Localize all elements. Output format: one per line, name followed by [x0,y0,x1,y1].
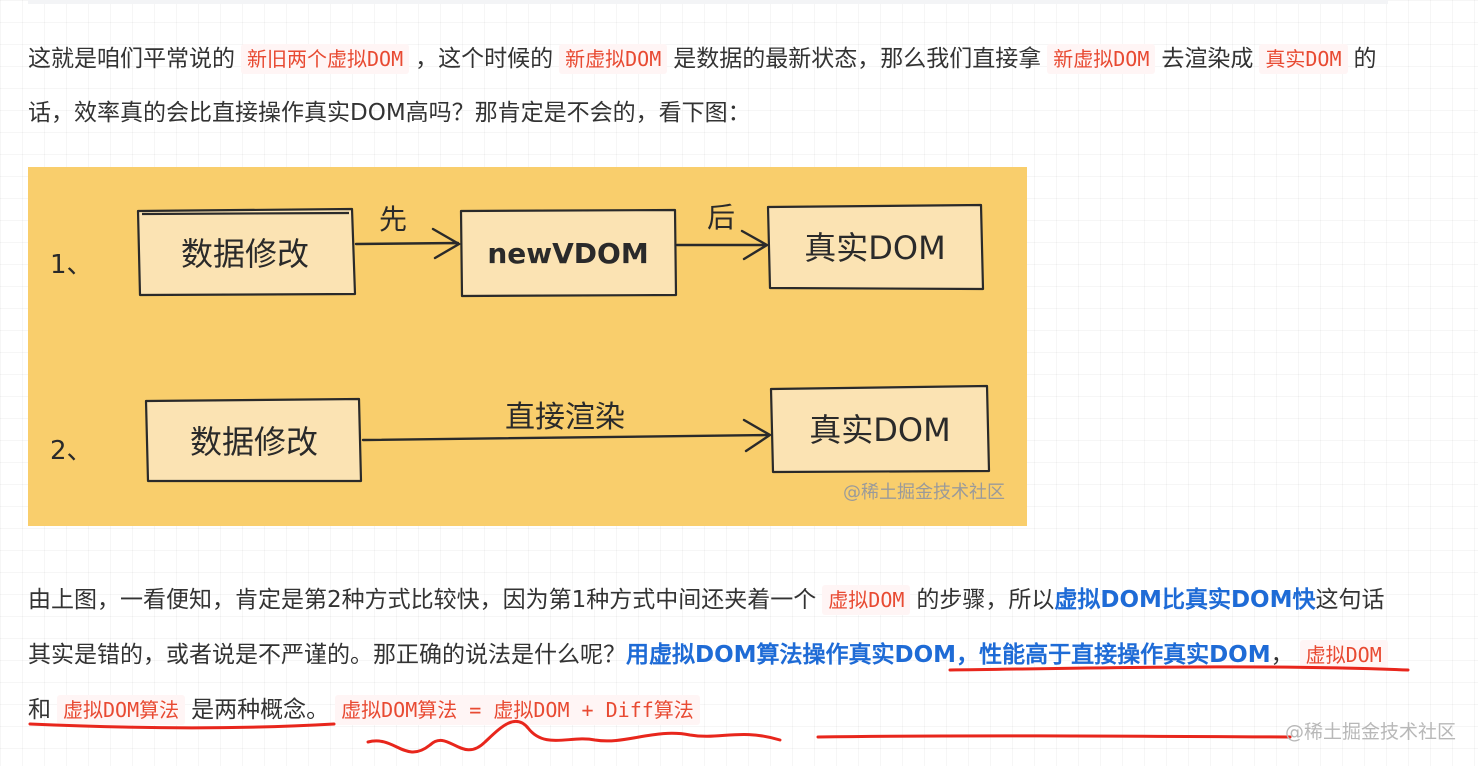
box-label: newVDOM [487,237,648,270]
paragraph-2: 由上图，一看便知，肯定是第2种方式比较快，因为第1种方式中间还夹着一个虚拟DOM… [28,573,1398,738]
text-segment: 和 [28,697,51,723]
box-label: 真实DOM [809,411,950,449]
text-segment: 的话，效率真的会比直接操作真实DOM高吗？那肯定是不会的，看下图： [28,46,1377,126]
diagram-box [459,208,678,298]
diagram-box [769,384,991,474]
inline-code: 新虚拟DOM [559,44,668,74]
inline-code: 新虚拟DOM [1047,44,1156,74]
page-watermark: @稀土掘金技术社区 [1284,721,1456,743]
arrow [354,227,462,260]
bold-highlight: 虚拟DOM比真实DOM快 [1054,587,1316,613]
arrow [675,229,770,261]
arrow-label: 后 [707,201,735,234]
top-divider [28,0,1388,4]
text-segment: ，这个时候的 [415,46,554,72]
diagram-box [766,203,985,291]
diagram-box [144,397,363,483]
text-segment: 这就是咱们平常说的 [28,46,235,72]
bold-highlight: 用虚拟DOM算法操作真实DOM，性能高于直接操作真实DOM [626,642,1271,668]
flow-diagram: 1、 数据修改 先 newVDOM 后 真实DOM 2、 数据修改 直接渲染 真… [50,201,991,483]
inline-code: 新旧两个虚拟DOM [241,44,410,74]
text-segment: 是两种概念。 [191,697,330,723]
text-segment: 由上图，一看便知，肯定是第2种方式比较快，因为第1种方式中间还夹着一个 [28,587,817,613]
inline-code: 虚拟DOM [822,585,911,615]
arrow-label: 直接渲染 [505,400,625,435]
step-number-1: 1、 [50,250,93,280]
text-segment: 去渲染成 [1161,46,1254,72]
step-number-2: 2、 [50,436,93,466]
text-segment: 这句话其实是错的，或者说是不严谨的。那正确的说法是什么呢？ [28,587,1385,668]
image-watermark: @稀土掘金技术社区 [843,482,1005,503]
text-segment: 是数据的最新状态，那么我们直接拿 [673,46,1042,72]
diagram-box [136,207,357,297]
box-label: 真实DOM [804,229,945,267]
text-segment: 的步骤，所以 [916,587,1055,613]
inline-code: 虚拟DOM [1299,640,1388,670]
box-label: 数据修改 [190,423,318,461]
text-segment: ， [1270,642,1294,668]
arrow-label: 先 [379,203,407,236]
inline-code: 真实DOM [1259,44,1348,74]
inline-code: 虚拟DOM算法 = 虚拟DOM + Diff算法 [335,695,700,725]
box-label: 数据修改 [181,235,309,273]
diagram-image: 1、 数据修改 先 newVDOM 后 真实DOM 2、 数据修改 直接渲染 真… [28,167,1027,526]
inline-code: 虚拟DOM算法 [57,695,186,725]
arrow [361,418,773,453]
